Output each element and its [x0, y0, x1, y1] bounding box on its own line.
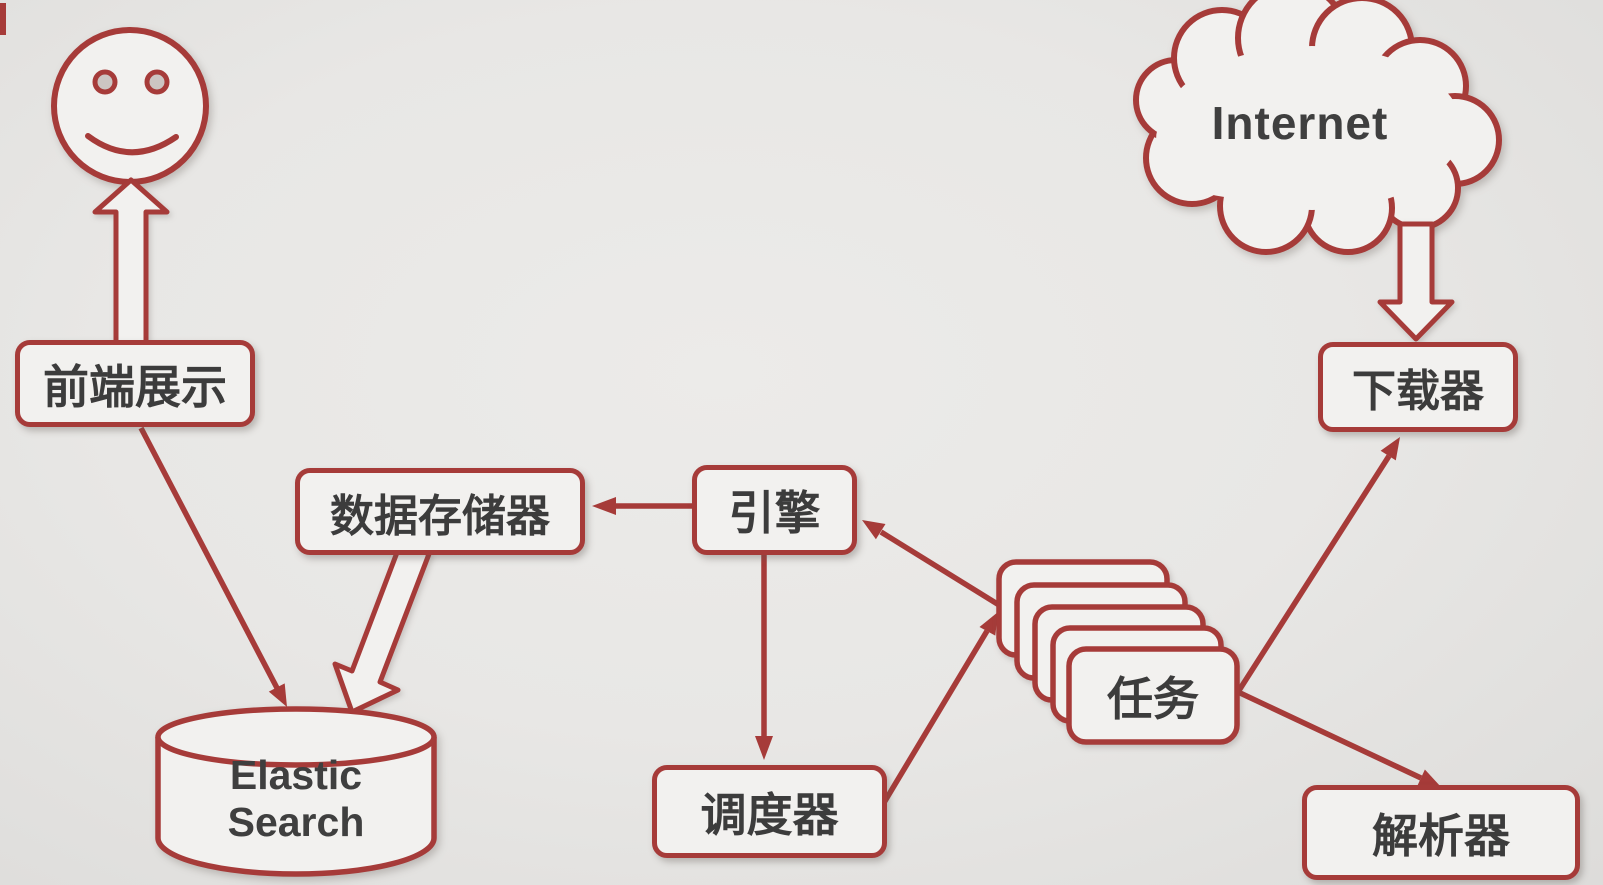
node-frontend: 前端展示 [15, 340, 255, 427]
arrow-engine-to-scheduler [755, 553, 773, 760]
task-stack-cards [996, 559, 1240, 745]
node-engine: 引擎 [692, 465, 857, 555]
smiley-face-icon [51, 27, 209, 185]
node-scheduler-label: 调度器 [700, 788, 839, 841]
node-internet-label: Internet [1211, 97, 1389, 149]
node-scheduler: 调度器 [652, 765, 887, 858]
elastic-search-cylinder [155, 706, 437, 877]
node-data-store-label: 数据存储器 [330, 491, 550, 541]
node-tasks: 任务 [1069, 649, 1237, 742]
arrow-tasks-to-downloader [1235, 437, 1400, 694]
hollow-arrow-internet-to-downloader [1377, 221, 1455, 342]
node-downloader-label: 下载器 [1352, 367, 1484, 416]
node-parser: 解析器 [1302, 785, 1580, 880]
arrow-scheduler-to-tasks [879, 612, 998, 808]
elastic-search-label-line2: Search [227, 799, 365, 845]
node-parser-label: 解析器 [1372, 809, 1510, 862]
hollow-arrow-datastore-to-elasticsearch [332, 539, 432, 715]
arrow-tasks-to-parser [1236, 689, 1441, 787]
hollow-arrow-frontend-to-user [92, 177, 170, 348]
arrow-engine-to-datastore [592, 497, 692, 515]
node-data-store: 数据存储器 [295, 468, 585, 555]
node-tasks-label: 任务 [1107, 672, 1199, 725]
node-downloader: 下载器 [1318, 342, 1518, 432]
internet-cloud-shape [1133, 0, 1502, 255]
node-engine-label: 引擎 [728, 487, 821, 539]
elastic-search-label-line1: Elastic [229, 752, 363, 798]
node-frontend-label: 前端展示 [43, 360, 227, 413]
node-elastic-search-label: Elastic Search [158, 752, 434, 846]
corner-mark [0, 3, 6, 35]
arrow-frontend-to-elasticsearch [138, 426, 287, 707]
